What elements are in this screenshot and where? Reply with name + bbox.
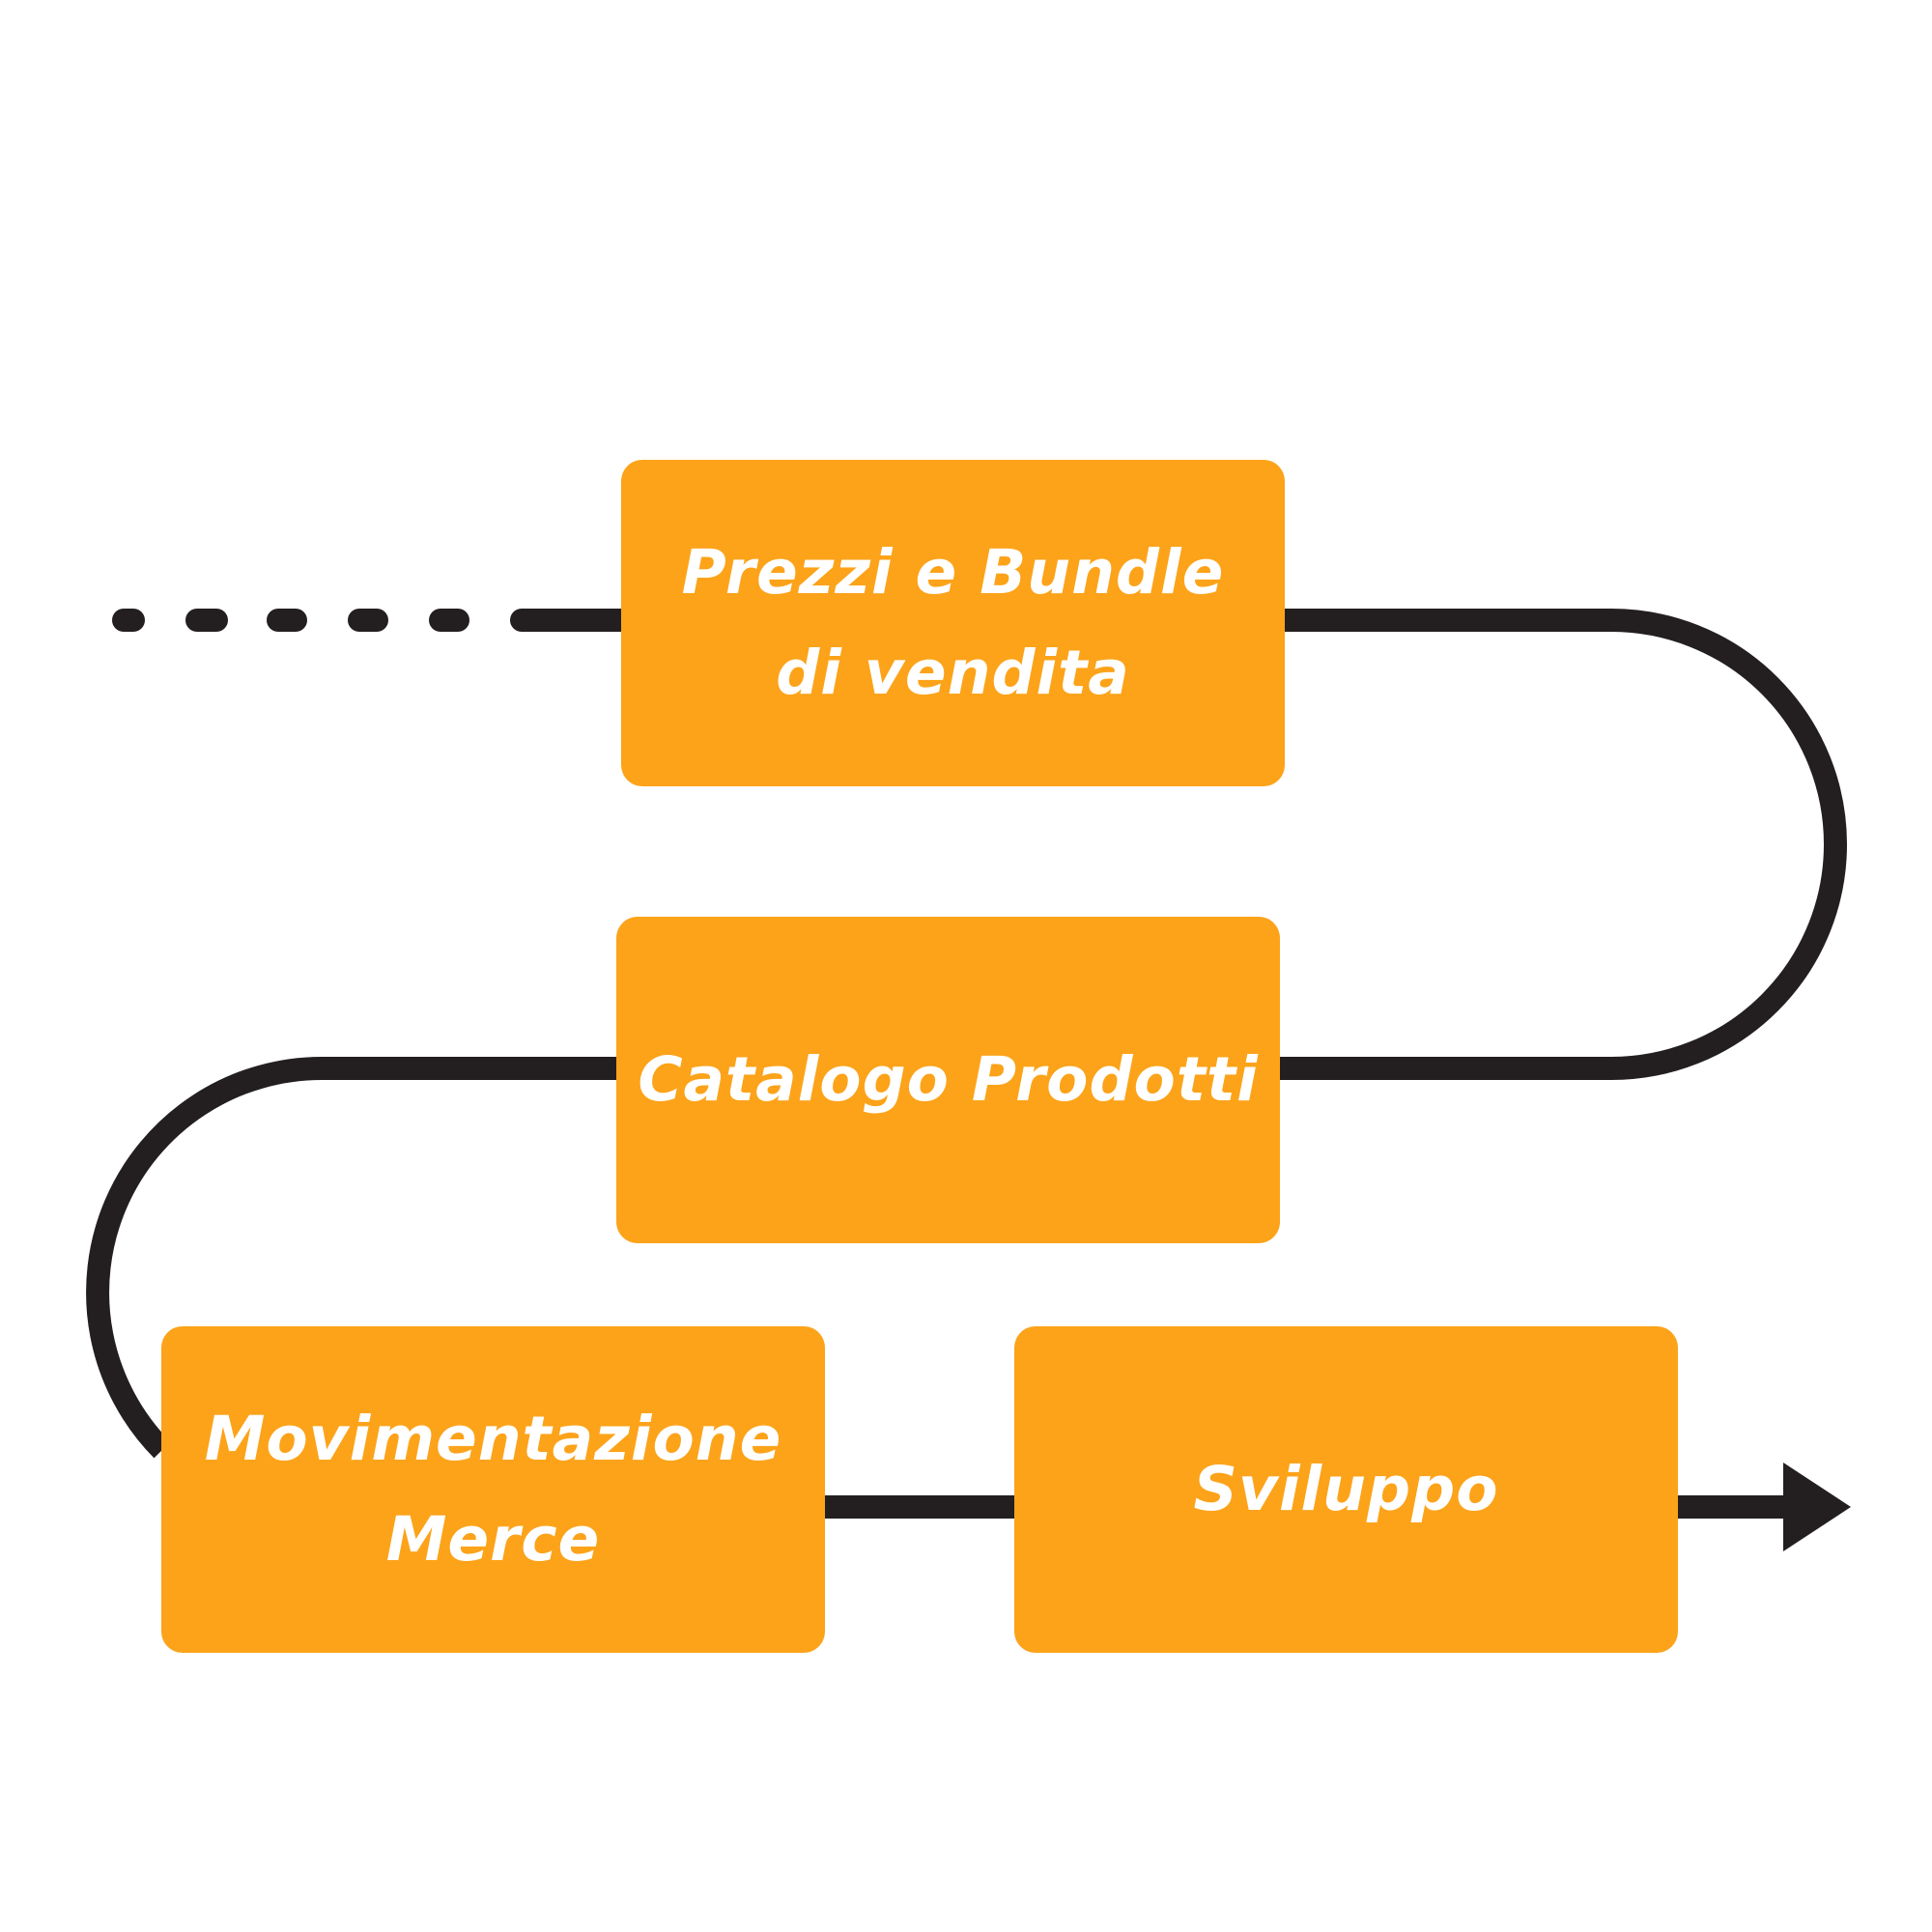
step-label-catalogo-prodotti: Catalogo Prodotti [638, 1044, 1259, 1115]
arrowhead-icon [1783, 1463, 1851, 1551]
step-label-sviluppo: Sviluppo [1193, 1454, 1499, 1524]
step-box-catalogo-prodotti: Catalogo Prodotti [616, 917, 1280, 1243]
step-box-movimentazione-merce: Movimentazione Merce [161, 1326, 825, 1653]
connector-prezzi-to-catalogo [1279, 609, 1847, 1080]
step-label-movimentazione-merce: Movimentazione Merce [204, 1404, 782, 1575]
step-label-prezzi-bundle: Prezzi e Bundle di vendita [681, 537, 1225, 708]
step-box-sviluppo: Sviluppo [1014, 1326, 1678, 1653]
connector-catalogo-to-movimentazione [86, 1056, 618, 1459]
step-box-prezzi-bundle: Prezzi e Bundle di vendita [621, 460, 1285, 786]
